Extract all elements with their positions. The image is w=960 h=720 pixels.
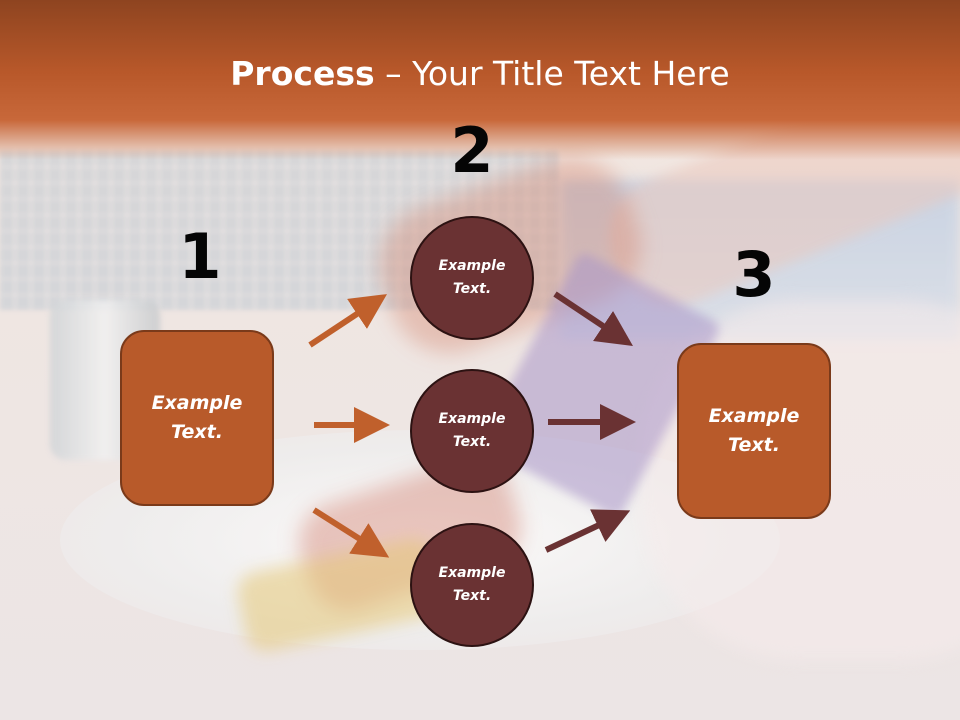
header-band [0, 0, 960, 160]
arrow-1-to-2a [308, 294, 388, 348]
arrow-2c-to-3 [544, 509, 631, 553]
title-strong: Process [230, 54, 375, 93]
step-3-box[interactable]: Example Text. [677, 343, 831, 519]
arrow-1-to-2c [312, 507, 390, 558]
step-2-text-top: Example Text. [438, 258, 506, 297]
step-number-2: 2 [450, 114, 494, 187]
title-rest: – Your Title Text Here [374, 54, 730, 93]
step-number-3: 3 [732, 238, 776, 311]
arrow-2a-to-3 [553, 291, 633, 346]
step-3-text: Example Text. [708, 405, 800, 456]
step-2-circle-bottom[interactable]: Example Text. [410, 523, 534, 647]
slide-title[interactable]: Process – Your Title Text Here [0, 52, 960, 96]
step-2-circle-top[interactable]: Example Text. [410, 216, 534, 340]
step-2-text-middle: Example Text. [438, 411, 506, 450]
step-1-box[interactable]: Example Text. [120, 330, 274, 506]
step-1-text: Example Text. [151, 392, 243, 443]
step-2-text-bottom: Example Text. [438, 565, 506, 604]
step-number-1: 1 [178, 220, 222, 293]
step-2-circle-middle[interactable]: Example Text. [410, 369, 534, 493]
